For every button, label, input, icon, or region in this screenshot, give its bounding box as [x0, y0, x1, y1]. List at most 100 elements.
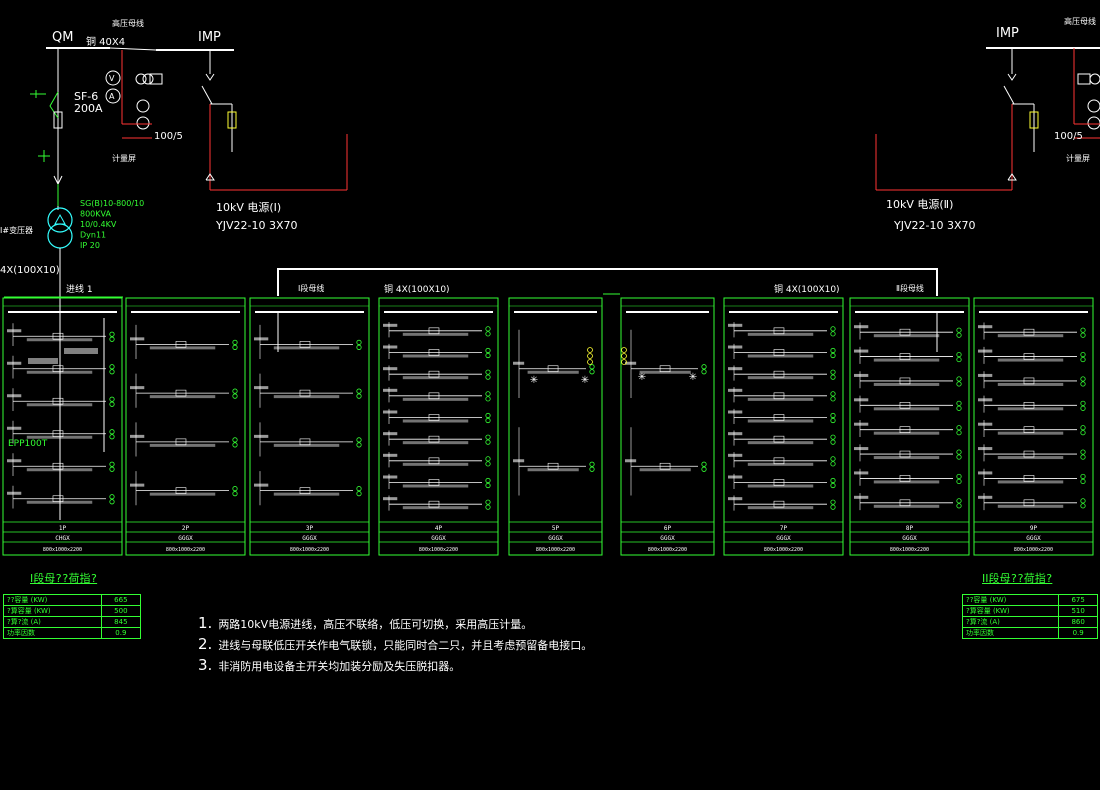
transformer-spec-line: Dyn11 [80, 231, 106, 240]
load-table-left-title: Ⅰ段母??荷指? [30, 572, 98, 585]
breaker-icon [899, 353, 911, 360]
feeder-circuit [978, 371, 1086, 389]
feeder-circuit [383, 408, 491, 424]
load-table-row: ?算?流 (A)860 [961, 616, 1098, 628]
ct-icon [356, 339, 362, 345]
panel-frame [973, 297, 1094, 556]
ct-icon [830, 456, 836, 462]
panel-frame [723, 297, 844, 556]
transformer-spec-line: 800KVA [80, 210, 111, 219]
load-table-row: ?算容量 (KW)500 [3, 605, 142, 617]
voltmeter-label: V [109, 74, 115, 83]
breaker-icon [773, 370, 785, 378]
panel-id: 5P [552, 525, 560, 532]
feeder-circuit [978, 346, 1086, 364]
reactor-icon [621, 353, 627, 359]
breaker-icon [899, 328, 911, 336]
ct-2-icon [136, 116, 150, 130]
ct-icon [109, 461, 115, 467]
feeder-circuit [854, 444, 962, 462]
ct-icon [485, 391, 491, 397]
ct-icon [956, 498, 962, 504]
reactor-icon [587, 353, 593, 359]
feeder-circuit [513, 427, 595, 496]
breaker-rating: 200A [74, 102, 103, 115]
feeder-circuit [728, 387, 836, 403]
feeder-circuit [7, 453, 115, 476]
feeder-circuit [254, 471, 362, 506]
load-table-label: 功率因数 [3, 627, 102, 639]
load-switch-icon [49, 91, 59, 119]
load-table-label: ?算?流 (A) [961, 616, 1060, 628]
transformer-spec-line: SG(B)10-800/10 [80, 199, 144, 208]
panel-type: GGGX [431, 535, 446, 542]
feeder-circuit [130, 471, 238, 506]
ct-icon [830, 434, 836, 440]
ct-icon [1080, 498, 1086, 504]
breaker-icon [773, 414, 785, 421]
breaker-icon [899, 450, 911, 458]
feeder-circuit [625, 329, 707, 398]
panel-type: GGGX [902, 535, 917, 542]
ct-icon [830, 369, 836, 375]
ct-icon [485, 499, 491, 505]
ct-icon [956, 449, 962, 455]
breaker-icon [52, 495, 64, 503]
breaker-icon [175, 389, 187, 397]
load-table-label: ?算?流 (A) [3, 616, 102, 628]
breaker-icon [1023, 377, 1035, 385]
load-table-right-title: ⅠⅠ段母??荷指? [982, 572, 1053, 585]
breaker-icon [52, 365, 64, 373]
hv-fuse-icon [227, 111, 237, 129]
feeder-circuit [978, 395, 1086, 413]
ct-icon [1080, 473, 1086, 480]
breaker-icon [52, 430, 64, 438]
panel-size: 800x1000x2200 [419, 547, 458, 553]
cable-spec-right: YJV22-10 3X70 [893, 219, 975, 232]
panel-id: 8P [906, 525, 914, 532]
load-table-value: 510 [1058, 605, 1098, 617]
breaker-icon [773, 457, 785, 465]
breaker-icon [428, 370, 440, 378]
ct-icon [1080, 351, 1086, 358]
feeder-circuit [383, 365, 491, 381]
panel-frame [620, 297, 715, 556]
feeder-circuit [728, 343, 836, 359]
feeder-circuit [978, 444, 1086, 462]
bus-link [109, 47, 157, 51]
transformer-secondary-icon [47, 223, 73, 249]
panel-type: GGGX [776, 535, 791, 542]
ct-ratio-right: 100/5 [1054, 131, 1083, 142]
panel-type: GGGX [178, 535, 193, 542]
panel-type: GGGX [660, 535, 675, 542]
ct-icon [1080, 376, 1086, 382]
load-table-row: ?算?流 (A)845 [3, 616, 142, 628]
breaker-icon [428, 414, 440, 421]
panel-size: 800x1000x2200 [764, 547, 803, 553]
ct-icon [485, 326, 491, 332]
panel-id: 6P [664, 525, 672, 532]
panel-size: 800x1000x2200 [536, 547, 575, 553]
breaker-icon [428, 349, 440, 356]
feeder-circuit [130, 373, 238, 408]
ct-icon [830, 326, 836, 332]
ct-icon [485, 369, 491, 375]
ct-icon [356, 388, 362, 394]
load-table-label: ??容量 (KW) [3, 594, 102, 606]
left-hv-feed [30, 47, 348, 210]
feeder-circuit [7, 485, 115, 509]
feeder-circuit [383, 495, 491, 511]
breaker-icon [899, 426, 911, 433]
feeder-circuit [978, 468, 1086, 486]
ct-icon [485, 477, 491, 484]
feeder-circuit [383, 430, 491, 446]
feeder-circuit [254, 324, 362, 359]
breaker-icon [899, 499, 911, 507]
ct-icon [701, 364, 707, 370]
ct-icon [485, 434, 491, 440]
breaker-icon [299, 487, 311, 494]
